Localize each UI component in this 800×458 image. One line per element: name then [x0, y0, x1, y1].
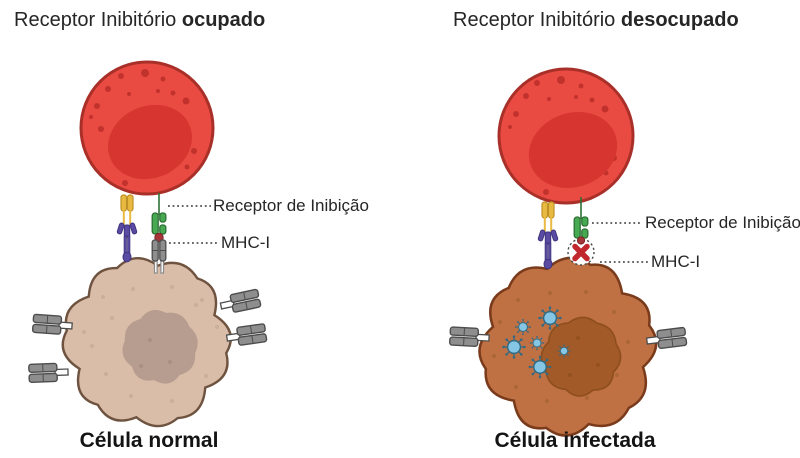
nk-nucleus	[528, 111, 618, 189]
infected-cell-dots	[492, 290, 630, 403]
panel-occupied: Receptor Inibitório ocupado	[14, 8, 369, 452]
cell-label: Célula infectada	[494, 429, 656, 452]
label-mhc: MHC-I	[651, 252, 701, 271]
leader-lines	[168, 205, 219, 244]
diagram-occupied	[28, 60, 268, 436]
panel-title-regular: Receptor Inibitório	[453, 9, 616, 31]
nk-cell	[79, 60, 215, 196]
leader-lines	[592, 222, 648, 263]
activating-receptor	[536, 201, 560, 270]
surface-receptor	[28, 362, 70, 384]
normal-nucleus-dots	[139, 338, 172, 368]
synapse	[115, 192, 167, 274]
virus-particle	[501, 334, 527, 360]
label-inhibitory-receptor: Receptor de Inibição	[645, 213, 800, 232]
surface-receptor	[225, 322, 268, 348]
nk-cell	[497, 67, 635, 205]
virus-particle	[529, 335, 545, 351]
synapse	[536, 196, 595, 270]
inhibitory-receptor	[151, 192, 167, 235]
panel-title-bold: ocupado	[181, 9, 266, 31]
missing-mhc-marker	[567, 236, 595, 266]
x-icon	[572, 243, 590, 262]
label-inhibitory-receptor: Receptor de Inibição	[213, 196, 369, 215]
diagram-unoccupied	[448, 67, 688, 455]
panel-unoccupied: Receptor Inibitório desocupado	[400, 0, 800, 458]
nk-granules	[89, 69, 197, 186]
panel-title-regular: Receptor Inibitório	[14, 9, 177, 31]
infected-nucleus-dots	[568, 336, 600, 377]
panel-title-bold: desocupado	[620, 9, 739, 31]
normal-cell	[28, 247, 268, 436]
nk-nucleus	[107, 104, 193, 180]
virus-particle	[527, 354, 553, 380]
label-mhc: MHC-I	[221, 233, 271, 252]
peptide	[576, 236, 586, 245]
infected-cell	[448, 239, 688, 455]
virus-particle	[537, 305, 563, 331]
panel-title: Receptor Inibitório desocupado	[453, 8, 739, 32]
cell-label: Célula normal	[79, 429, 219, 452]
virus-particle	[557, 344, 571, 358]
activating-receptor	[115, 194, 139, 263]
panel-title: Receptor Inibitório ocupado	[14, 8, 265, 32]
surface-receptor	[218, 288, 262, 316]
virus-particle	[514, 318, 532, 336]
normal-cell-dots	[82, 285, 219, 403]
